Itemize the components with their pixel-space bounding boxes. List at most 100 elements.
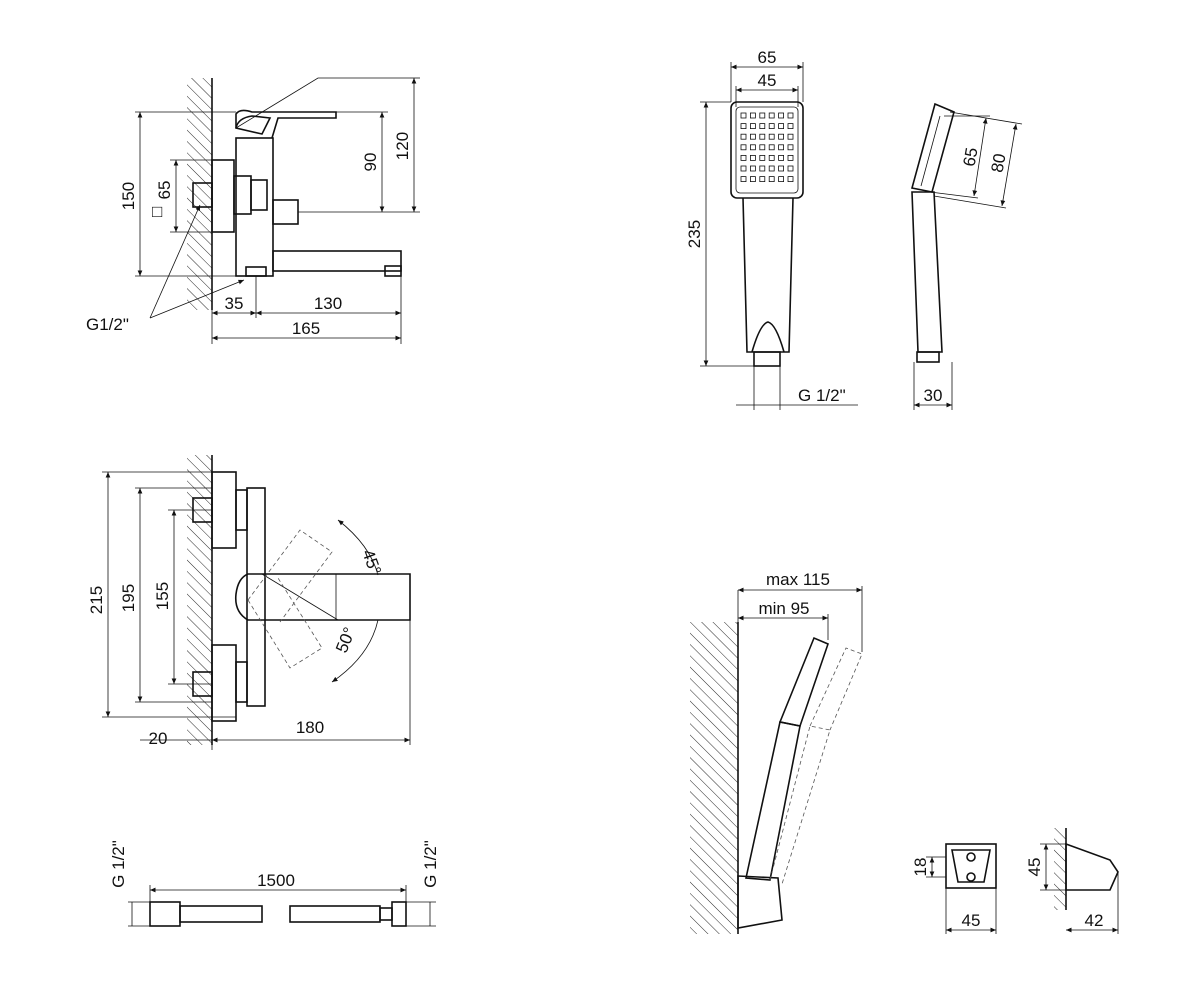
- nozzle: [759, 154, 766, 161]
- hose-right-nut: [391, 901, 407, 927]
- handle-ghost-50: [247, 577, 323, 669]
- hose-right-segment: [289, 905, 381, 923]
- nozzle: [740, 112, 747, 119]
- hand-shower-side: 65 80 30: [911, 102, 1023, 410]
- dim-max-115: max 115: [766, 570, 830, 589]
- lever-raised-outline: [235, 77, 410, 129]
- holder-plate: [945, 843, 997, 889]
- nozzle: [787, 176, 794, 183]
- shower-thread: [753, 351, 781, 367]
- shower-grip: [742, 197, 794, 353]
- holder-side-body: [1065, 842, 1119, 891]
- dim-1500: 1500: [257, 871, 295, 890]
- spout-aerator: [384, 265, 402, 277]
- dim-165: 165: [292, 319, 320, 338]
- mixer-front-view: 150 65 □ 90 120 35 130 165 G1/2": [86, 77, 420, 344]
- wall-flange: [211, 159, 235, 233]
- nozzle: [759, 176, 766, 183]
- grip-ghost: [769, 725, 831, 885]
- mounted-head: [778, 636, 829, 727]
- dim-215: 215: [87, 586, 106, 614]
- dim-20: 20: [149, 729, 168, 748]
- nozzle: [778, 123, 784, 129]
- nozzle: [750, 123, 756, 129]
- dim-155: 155: [153, 582, 172, 610]
- nozzle: [750, 112, 756, 119]
- side-thread: [916, 351, 940, 363]
- nozzle: [787, 144, 794, 151]
- dim-35: 35: [225, 294, 244, 313]
- holder-side-view: 45 42: [1025, 828, 1119, 934]
- wall-holder-assembly: max 115 min 95: [690, 570, 863, 934]
- dim-head-45: 45: [758, 71, 777, 90]
- nozzle: [768, 112, 775, 119]
- head-ghost: [809, 647, 863, 731]
- outlet-thread: [245, 266, 267, 277]
- nozzle: [768, 154, 775, 161]
- angle-45: 45°: [358, 547, 385, 578]
- nut-cap: [250, 179, 268, 211]
- dim-195: 195: [119, 584, 138, 612]
- nozzle: [778, 133, 784, 140]
- holder-screw-bottom: [966, 872, 976, 882]
- square-symbol: □: [152, 202, 162, 221]
- nozzle: [740, 165, 747, 172]
- nozzle: [750, 176, 756, 183]
- side-grip: [911, 191, 943, 353]
- holder-screw-top: [966, 852, 976, 862]
- dim-235: 235: [685, 220, 704, 248]
- dim-42: 42: [1085, 911, 1104, 930]
- dim-90: 90: [361, 153, 380, 172]
- nozzle: [750, 133, 756, 140]
- nozzle: [768, 144, 775, 151]
- dim-130: 130: [314, 294, 342, 313]
- nozzle: [768, 123, 775, 129]
- nozzle: [778, 176, 784, 183]
- diverter-knob: [272, 199, 299, 225]
- upper-nut: [235, 489, 248, 531]
- nozzle: [787, 112, 794, 119]
- dim-18: 18: [911, 858, 930, 877]
- dim-45-height: 45: [1025, 858, 1044, 877]
- dim-120: 120: [393, 132, 412, 160]
- nozzle: [778, 165, 784, 172]
- holder-bracket: [737, 875, 783, 929]
- wall-hatch: [187, 78, 212, 310]
- nozzle: [740, 176, 747, 183]
- top-body: [246, 487, 266, 707]
- nozzle: [778, 154, 784, 161]
- nozzle: [740, 144, 747, 151]
- thread-label: G1/2": [86, 315, 129, 334]
- hand-shower-front: 65 45 235 G 1/2": [685, 48, 858, 410]
- angle-50: 50°: [332, 625, 359, 656]
- nozzle: [740, 123, 747, 129]
- hose-left-nut: [149, 901, 181, 927]
- dim-head-65: 65: [758, 48, 777, 67]
- nozzle: [778, 144, 784, 151]
- nozzle: [740, 154, 747, 161]
- nozzle: [759, 123, 766, 129]
- hose-left-segment: [179, 905, 263, 923]
- nozzle: [778, 112, 784, 119]
- holder-front-view: 18 45: [911, 843, 997, 934]
- hose-thread-left: G 1/2": [109, 840, 128, 888]
- nozzle: [759, 144, 766, 151]
- shower-hose: G 1/2" G 1/2" 1500: [109, 840, 440, 927]
- mounted-grip: [745, 721, 801, 881]
- nozzle: [787, 165, 794, 172]
- dim-180: 180: [296, 718, 324, 737]
- shower-head: [730, 101, 804, 199]
- nozzle: [740, 133, 747, 140]
- lower-nut: [235, 661, 248, 703]
- wall-hatch-3: [690, 622, 738, 934]
- nozzle: [768, 176, 775, 183]
- top-handle: [234, 573, 411, 621]
- lever-handle: [235, 109, 337, 139]
- dim-65: 65: [155, 181, 174, 200]
- spout: [272, 250, 402, 272]
- grip-notch: [751, 321, 785, 353]
- dim-150: 150: [119, 182, 138, 210]
- nozzle: [759, 133, 766, 140]
- mixer-top-view: 45° 50° 215 195 155 20 180: [87, 455, 411, 750]
